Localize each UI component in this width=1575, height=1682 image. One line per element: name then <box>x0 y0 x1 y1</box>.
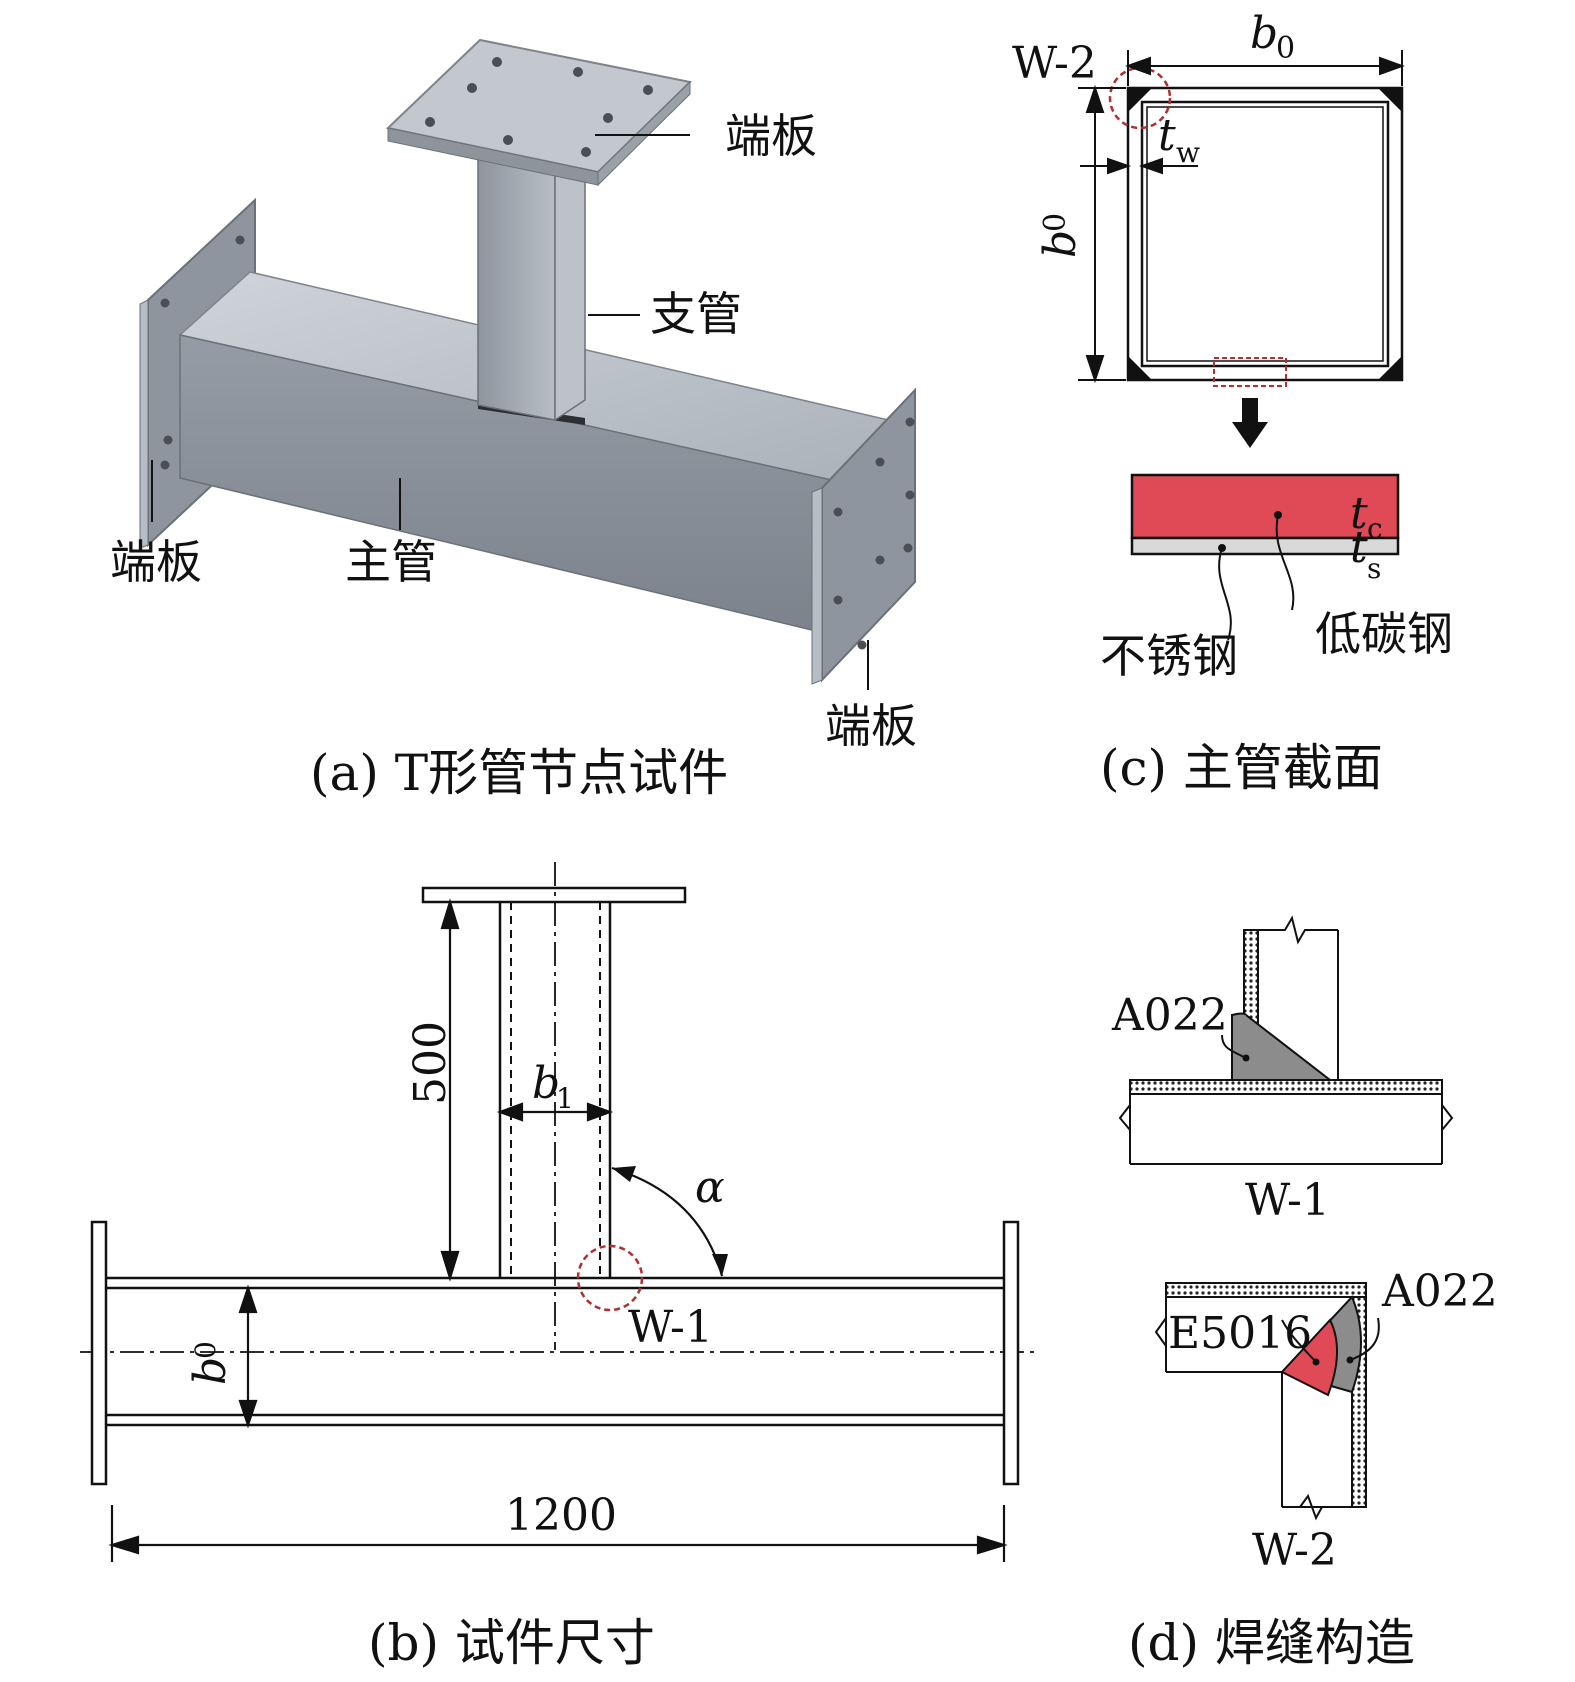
label-endplate-left: 端板 <box>110 535 202 589</box>
label-endplate-top: 端板 <box>725 109 817 163</box>
panel-b-dimensions: 500 b 1 α W-1 b 0 12 <box>80 862 1040 1672</box>
label-endplate-right: 端板 <box>825 699 917 753</box>
label-b0-top-sub: 0 <box>1276 31 1295 66</box>
label-a022-w2: A022 <box>1381 1266 1498 1317</box>
caption-d: (d) 焊缝构造 <box>1128 1614 1415 1672</box>
label-alpha: α <box>695 1162 725 1213</box>
layer-detail-box <box>1213 357 1287 387</box>
down-arrow-icon <box>1232 398 1268 448</box>
label-b1-sub: 1 <box>556 1082 574 1115</box>
caption-c: (c) 主管截面 <box>1100 739 1383 797</box>
label-ts: t <box>1350 522 1368 573</box>
panel-a-leaders <box>151 134 869 690</box>
label-b0-top: b <box>1250 8 1278 59</box>
label-w1-b: W-1 <box>628 1302 713 1353</box>
panel-c-section: W-2 b 0 b 0 t w <box>1012 8 1453 797</box>
label-stainless: 不锈钢 <box>1100 629 1238 683</box>
label-e5016: E5016 <box>1168 1308 1312 1359</box>
label-carbon: 低碳钢 <box>1315 607 1453 661</box>
label-chord: 主管 <box>345 535 437 589</box>
caption-b: (b) 试件尺寸 <box>368 1614 655 1672</box>
w1-detail: A022 W-1 <box>1111 915 1454 1226</box>
b-top-plate <box>421 886 687 904</box>
carbon-steel-layer <box>1130 473 1400 540</box>
label-tw-sub: w <box>1176 136 1200 169</box>
panel-d-welds: A022 W-1 E5016 A022 W-2 (d) 焊缝构造 <box>1111 915 1498 1672</box>
label-tc: t <box>1350 488 1368 539</box>
w2-detail: E5016 A022 W-2 <box>1154 1266 1498 1576</box>
label-branch: 支管 <box>650 287 742 341</box>
label-b0-side-sub: 0 <box>1038 213 1073 232</box>
right-end-plate <box>811 387 916 685</box>
label-w2-section: W-2 <box>1012 38 1097 89</box>
dim-500: 500 <box>405 1021 456 1105</box>
top-end-plate <box>385 38 693 187</box>
label-tc-sub: c <box>1367 512 1383 545</box>
dim-1200: 1200 <box>505 1490 617 1541</box>
label-tw: t <box>1158 110 1176 161</box>
label-b0-b: b <box>185 1357 236 1385</box>
w1-detail-circle <box>576 1244 644 1312</box>
stainless-steel-layer <box>1130 536 1400 556</box>
label-a022-w1: A022 <box>1111 990 1228 1041</box>
caption-a: (a) T形管节点试件 <box>310 744 728 802</box>
label-b1: b <box>532 1058 560 1109</box>
panel-a-specimen: 端板 支管 端板 主管 端板 (a) T形管节点试件 <box>110 38 917 802</box>
label-w2-d: W-2 <box>1252 1525 1337 1576</box>
label-b0-side: b <box>1035 230 1086 258</box>
label-ts-sub: s <box>1367 552 1381 585</box>
label-b0-b-sub: 0 <box>189 1341 222 1359</box>
label-w1-d: W-1 <box>1245 1175 1330 1226</box>
branch-tube <box>477 146 586 422</box>
